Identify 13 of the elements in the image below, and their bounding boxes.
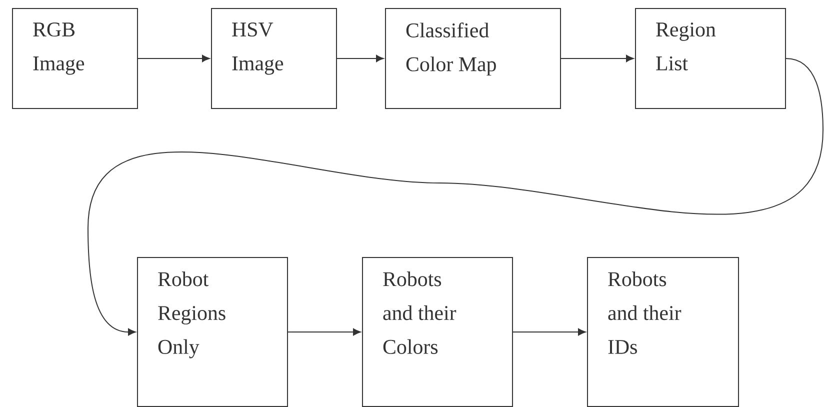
process-box: RGB Image: [12, 8, 138, 109]
arrow: [288, 328, 361, 336]
process-box: HSV Image: [211, 8, 337, 109]
process-box: Robots and their IDs: [587, 257, 739, 407]
process-box: Robot Regions Only: [137, 257, 288, 407]
process-box: Classified Color Map: [385, 8, 561, 109]
arrow: [88, 58, 824, 336]
process-box: Robots and their Colors: [362, 257, 513, 407]
arrow: [336, 54, 384, 62]
arrow: [138, 54, 210, 62]
arrow: [560, 54, 634, 62]
arrow: [512, 328, 586, 336]
process-box: Region List: [635, 8, 786, 109]
